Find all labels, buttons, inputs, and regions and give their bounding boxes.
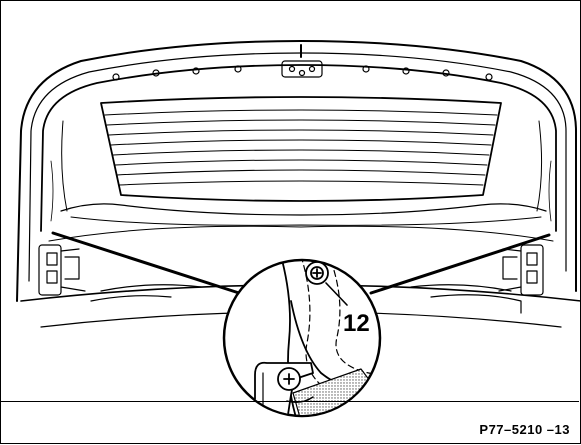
left-hinge-bracket — [38, 244, 86, 296]
caption-divider — [1, 401, 579, 402]
right-hinge-bracket — [498, 244, 544, 296]
soft-top-inner-frame — [40, 64, 557, 232]
screw-12 — [305, 261, 329, 285]
leader-line-right — [369, 233, 551, 295]
callout-label-12: 12 — [343, 310, 370, 337]
rear-window — [100, 96, 502, 202]
callout-leader-12 — [325, 282, 348, 306]
soft-top-outer-frame — [16, 40, 577, 302]
lower-screw — [277, 367, 301, 391]
leader-line-left — [51, 231, 241, 295]
rear-window-heater-lines — [104, 109, 498, 186]
figure-reference-code: P77–5210 –13 — [479, 422, 570, 437]
top-frame-clips — [112, 44, 493, 81]
